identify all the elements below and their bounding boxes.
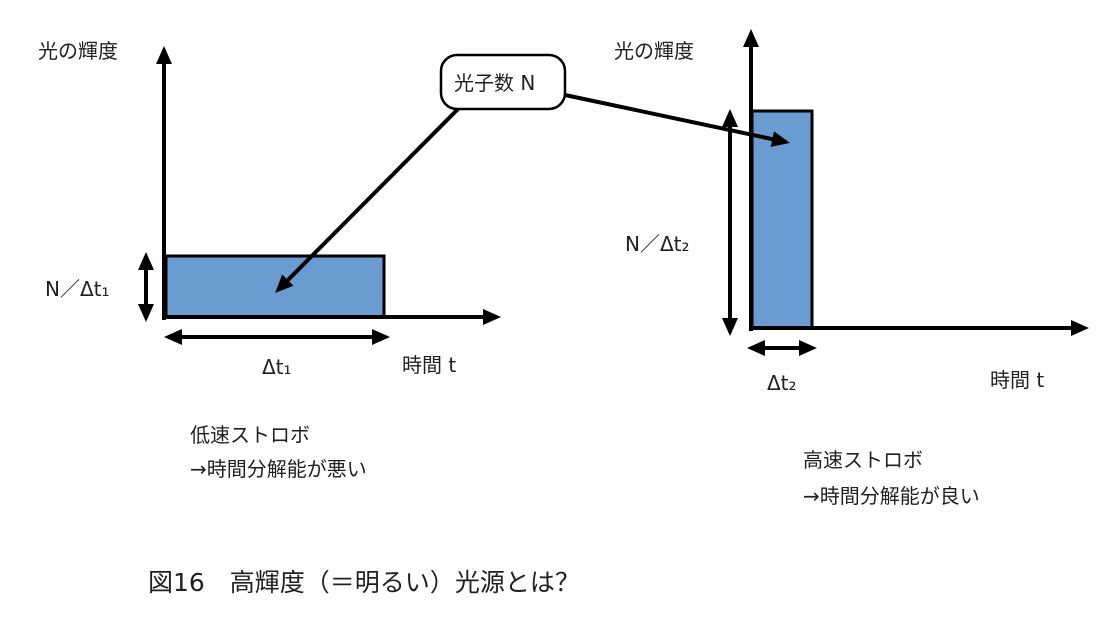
left-note: →時間分解能が悪い (190, 457, 367, 481)
right-y-label: 光の輝度 (614, 39, 694, 63)
callout-label: 光子数 N (454, 71, 535, 95)
callout-arrow-right (564, 93, 790, 147)
left-pulse-bar (164, 254, 386, 319)
photon-count-callout: 光子数 N (275, 53, 790, 293)
callout-arrow-left (275, 107, 460, 293)
left-x-label: 時間 t (402, 353, 456, 377)
right-title: 高速ストロボ (803, 448, 923, 472)
left-y-label: 光の輝度 (38, 39, 118, 63)
left-chart: 光の輝度 N／Δt₁ Δt₁ 時間 t 低速ストロボ →時間分解能が悪い (38, 39, 501, 481)
left-width-label: Δt₁ (262, 355, 292, 379)
right-width-label: Δt₂ (767, 371, 797, 395)
figure-caption: 図16 高輝度（＝明るい）光源とは？ (148, 568, 580, 597)
right-note: →時間分解能が良い (803, 484, 980, 508)
right-x-label: 時間 t (990, 368, 1044, 392)
right-chart: 光の輝度 N／Δt₂ Δt₂ 時間 t 高速ストロボ →時間分解能が良い (614, 29, 1089, 508)
right-height-label: N／Δt₂ (625, 232, 690, 256)
left-height-label: N／Δt₁ (45, 277, 110, 301)
left-title: 低速ストロボ (190, 423, 310, 447)
right-pulse-bar (750, 109, 814, 330)
